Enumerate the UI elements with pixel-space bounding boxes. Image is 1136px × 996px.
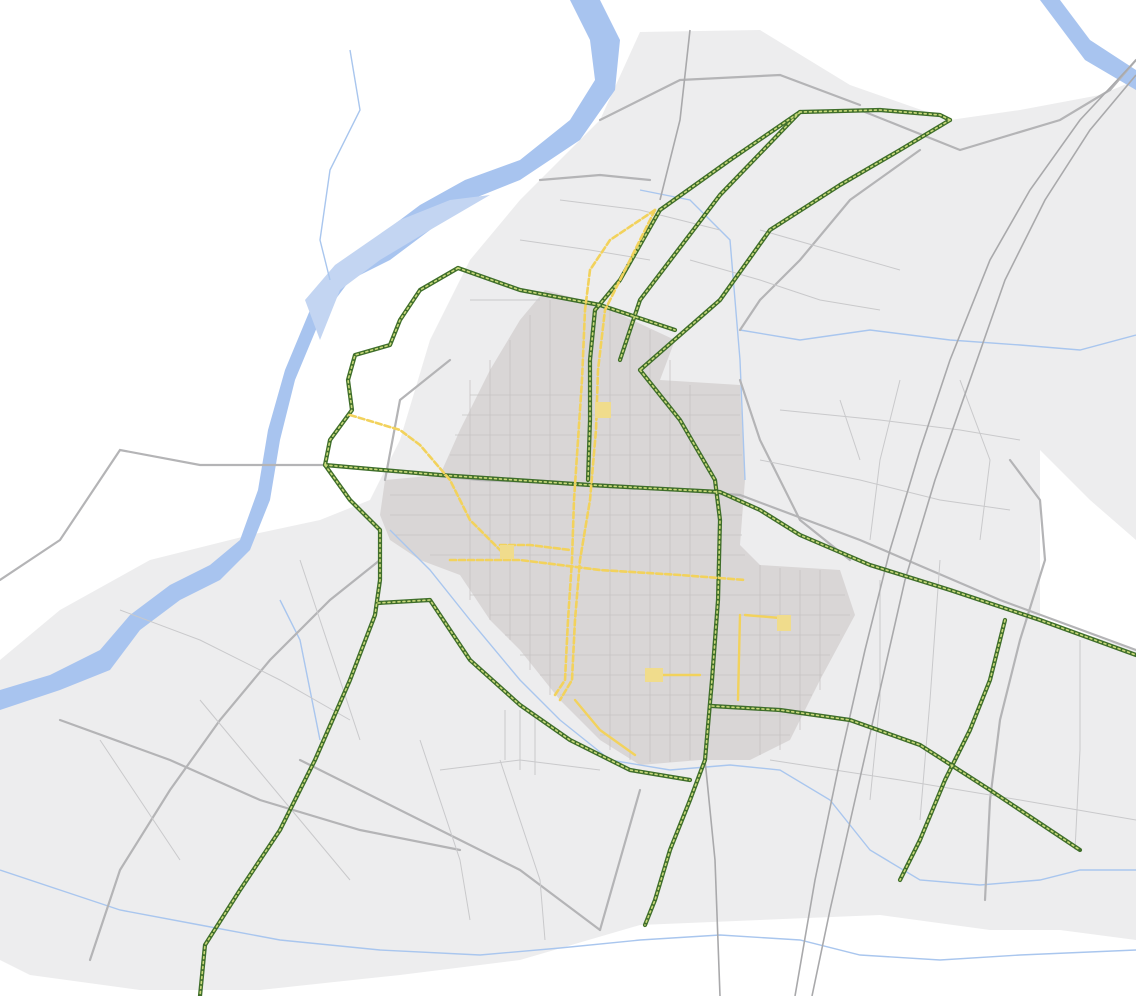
yellow-block-north[interactable] (595, 402, 611, 418)
urban-area-west (0, 555, 380, 790)
minor-roads (99, 199, 1136, 941)
railways (659, 29, 1136, 996)
major-roads (0, 58, 1136, 962)
central-district (380, 290, 855, 765)
green-corridors[interactable] (197, 107, 1136, 996)
yellow-block-east[interactable] (777, 615, 791, 631)
street-grid (390, 300, 850, 762)
yellow-block-west[interactable] (500, 545, 514, 559)
river-island (305, 195, 490, 340)
yellow-corridors[interactable] (348, 208, 782, 757)
yellow-block-south[interactable] (645, 668, 663, 682)
yellow-blocks[interactable] (500, 402, 791, 682)
northeast-river (1040, 0, 1136, 90)
